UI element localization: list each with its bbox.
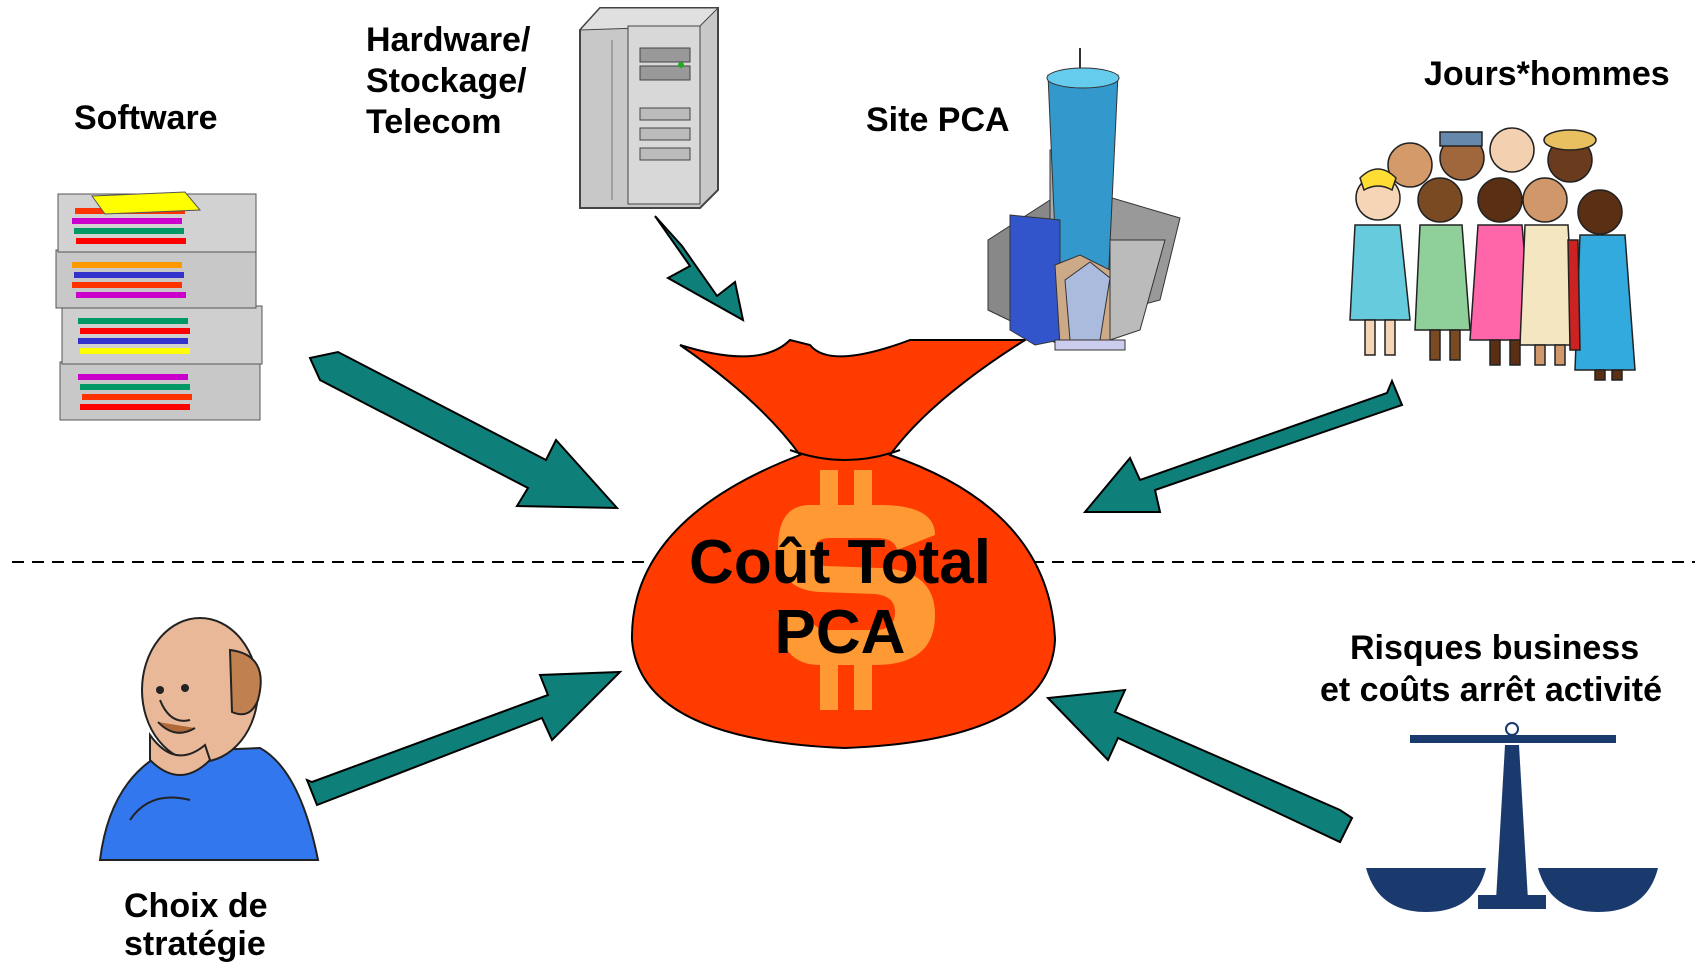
computer-tower-icon: [578, 7, 720, 209]
arrow-scale: [1045, 688, 1354, 844]
arrow-thinker: [305, 670, 623, 807]
skyscraper-city-icon: [987, 48, 1181, 351]
label-hardware-line3: Telecom: [366, 103, 502, 141]
stacked-books-icon: [55, 191, 263, 421]
label-choix-line1: Choix de: [124, 887, 268, 925]
label-risques-line2: et coûts arrêt activité: [1320, 671, 1663, 709]
center-title: Coût Total PCA: [560, 528, 1120, 668]
label-choix-line2: stratégie: [124, 925, 266, 963]
dollar-symbol: [778, 470, 935, 710]
group-of-people-icon: [1349, 127, 1636, 381]
label-software: Software: [74, 99, 218, 137]
label-jours-hommes: Jours*hommes: [1424, 55, 1670, 93]
label-risques-line1: Risques business: [1350, 629, 1640, 667]
center-title-line2: PCA: [774, 598, 906, 667]
label-hardware-line2: Stockage/: [366, 62, 527, 100]
thinking-man-icon: [98, 617, 320, 861]
label-site-pca: Site PCA: [866, 101, 1010, 139]
arrow-software: [308, 350, 620, 510]
money-bag-icon: [630, 338, 1057, 750]
label-hardware-line1: Hardware/: [366, 21, 531, 59]
arrows: [305, 215, 1404, 844]
arrow-hardware: [654, 215, 745, 322]
arrow-people: [1082, 378, 1404, 513]
center-title-line1: Coût Total: [689, 528, 991, 597]
balance-scale-icon: [1366, 722, 1658, 912]
